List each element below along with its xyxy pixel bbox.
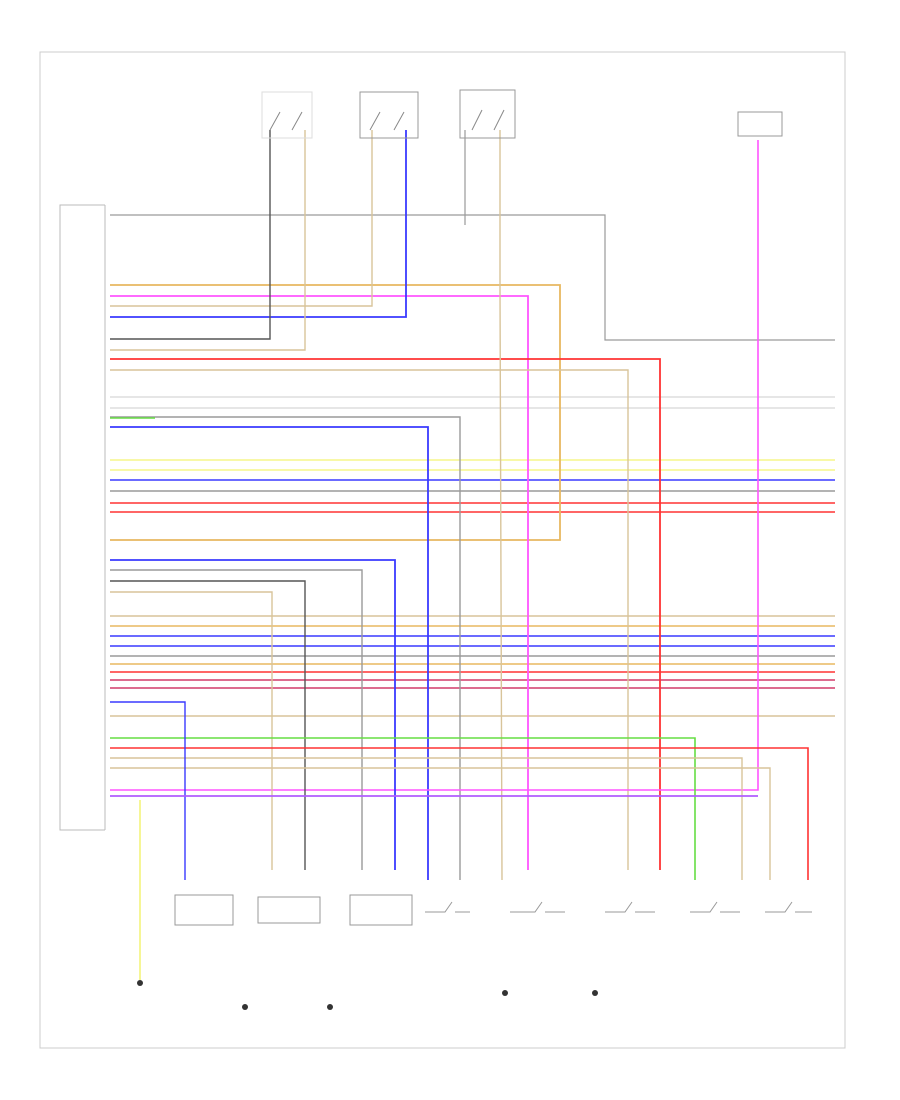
side-airbag-left — [605, 901, 655, 913]
wire-blue-2 — [110, 559, 396, 870]
front-passenger-sensor — [737, 111, 783, 137]
side-airbag-right — [690, 901, 740, 913]
diagram-border — [39, 51, 846, 1049]
wire-gray — [110, 416, 461, 880]
control-module — [59, 204, 106, 831]
ground-4 — [502, 990, 508, 996]
ground-3 — [327, 1004, 333, 1010]
driver-belt-tensioner — [257, 896, 321, 924]
bottom-components — [174, 894, 812, 926]
passenger-belt-tensioner — [349, 894, 413, 926]
wire-tan-3 — [110, 757, 743, 880]
rear-left-belt-switch — [261, 91, 313, 139]
wire-rl-black — [110, 130, 271, 340]
wire-red — [110, 358, 661, 870]
wire-rl-tan — [110, 130, 306, 351]
wire-harness — [110, 130, 835, 980]
wire-blue — [110, 426, 429, 880]
rear-right-belt-switch — [359, 91, 419, 139]
ground-1 — [137, 980, 143, 986]
driver-buckle-switch — [425, 901, 470, 913]
wire-sensor-pink — [110, 140, 759, 791]
wire-rr-tan — [110, 130, 373, 307]
wire-tan-2 — [110, 591, 273, 870]
ground-points — [137, 980, 598, 1010]
passenger-buckle-switch — [510, 901, 565, 913]
wire-driver-blue — [110, 701, 186, 880]
wire-tan-4 — [110, 767, 771, 880]
wire-tan — [110, 369, 629, 870]
seat-occupancy-sensor — [765, 901, 812, 913]
wire-top-gray — [110, 214, 835, 341]
ground-2 — [242, 1004, 248, 1010]
wire-red-2 — [110, 747, 809, 880]
wire-top-orange — [110, 284, 561, 541]
rear-center-belt-switch — [459, 89, 516, 139]
wire-rr-blue — [110, 130, 407, 318]
driver-belt-sensor — [174, 894, 234, 926]
top-components — [261, 89, 783, 139]
wire-green — [110, 737, 696, 880]
ground-5 — [592, 990, 598, 996]
wire-gray-2 — [110, 569, 363, 870]
wire-black-2 — [110, 580, 306, 870]
wire-pink — [110, 295, 529, 870]
wire-rc-tan — [499, 130, 503, 881]
